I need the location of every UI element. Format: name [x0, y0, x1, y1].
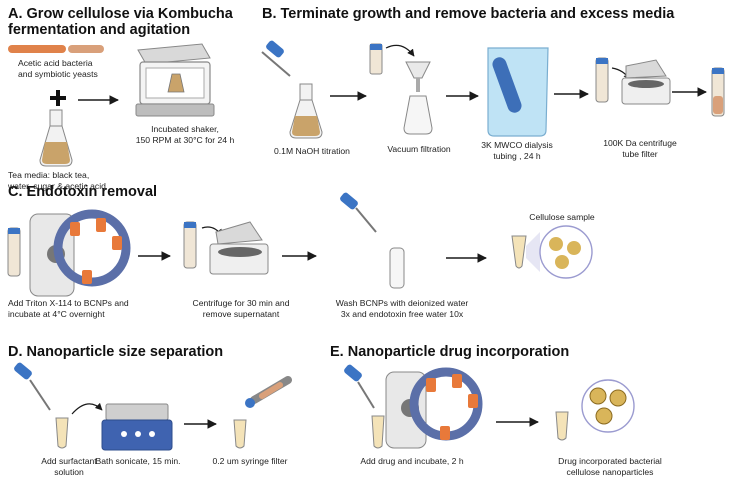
panel-c-title: C. Endotoxin removal: [8, 184, 158, 200]
sample-label: Cellulose sample: [529, 212, 595, 222]
centrifuge-caption-line-1: Centrifuge for 30 min and: [192, 298, 290, 308]
surfactant-caption-line-2: solution: [54, 466, 84, 477]
bacteria-caption-line-2: and symbiotic yeasts: [18, 68, 98, 79]
centrifuge-caption-line-2: remove supernatant: [202, 308, 280, 319]
centrifuge-filter-caption-line-1: 100K Da centrifuge: [603, 138, 677, 148]
panel-a-title-line-2: fermentation and agitation: [8, 22, 191, 38]
arrow-d1: [71, 402, 103, 415]
bacteria-caption: Acetic acid bacteria and symbiotic yeast…: [18, 58, 98, 79]
naoh-caption: 0.1M NaOH titration: [274, 146, 350, 156]
centrifuge-icon-c: [183, 221, 269, 275]
sonicate-caption: Bath sonicate, 15 min.: [95, 456, 181, 466]
wash-pipette-icon: [340, 192, 405, 289]
surfactant-pipette-icon: [14, 362, 69, 449]
vacuum-filtration-icon: [369, 43, 433, 135]
surfactant-caption-line-1: Add surfactant: [41, 456, 97, 466]
triton-caption-line-2: incubate at 4°C overnight: [8, 308, 105, 319]
result-caption-line-1: Drug incorporated bacterial: [558, 456, 662, 466]
incubated-shaker-icon: [135, 43, 215, 117]
drug-nanoparticles-icon: [555, 379, 635, 441]
bacteria-caption-line-1: Acetic acid bacteria: [18, 58, 93, 68]
rotator-icon-e: [344, 364, 483, 449]
shaker-caption: Incubated shaker, 150 RPM at 30°C for 24…: [130, 124, 240, 145]
tea-caption-line-1: Tea media: black tea,: [8, 170, 90, 180]
centrifuge-filter-caption-line-2: tube filter: [622, 148, 658, 159]
shaker-caption-line-2: 150 RPM at 30°C for 24 h: [135, 134, 235, 145]
syringe-filter-icon: [233, 376, 292, 449]
centrifuge-filter-caption: 100K Da centrifuge tube filter: [590, 138, 690, 159]
rotator-icon-c: [7, 209, 131, 297]
surfactant-caption: Add surfactant solution: [34, 456, 104, 477]
tea-caption-line-2: water, sugar & acetic acid: [8, 180, 106, 191]
result-caption-line-2: cellulose nanoparticles: [566, 466, 654, 477]
triton-caption-line-1: Add Triton X-114 to BCNPs and: [8, 298, 129, 308]
triton-caption: Add Triton X-114 to BCNPs and incubate a…: [8, 298, 129, 319]
wash-caption-line-1: Wash BCNPs with deionized water: [335, 298, 469, 308]
shaker-caption-line-1: Incubated shaker,: [151, 124, 219, 134]
dialysis-caption-line-1: 3K MWCO dialysis: [481, 140, 553, 150]
centrifuge-caption: Centrifuge for 30 min and remove superna…: [176, 298, 306, 319]
dialysis-caption-line-2: tubing , 24 h: [493, 150, 541, 161]
panel-d-title: D. Nanoparticle size separation: [8, 344, 224, 360]
panel-a-title-line-1: A. Grow cellulose via Kombucha: [8, 6, 233, 22]
plus-icon: [50, 90, 66, 106]
dialysis-caption: 3K MWCO dialysis tubing , 24 h: [472, 140, 562, 161]
bacteria-rods-icon: [8, 45, 104, 53]
wash-caption: Wash BCNPs with deionized water 3x and e…: [322, 298, 482, 319]
wash-caption-line-2: 3x and endotoxin free water 10x: [340, 308, 464, 319]
dialysis-beaker-icon: [487, 47, 549, 137]
syringe-filter-caption: 0.2 um syringe filter: [212, 456, 288, 466]
result-caption: Drug incorporated bacterial cellulose na…: [540, 456, 680, 477]
incubate-caption: Add drug and incubate, 2 h: [360, 456, 464, 466]
bath-sonicator-icon: [101, 403, 173, 451]
centrifuge-tube-filter-icon: [595, 57, 671, 105]
pipette-icon: [261, 40, 291, 77]
panel-b-title: B. Terminate growth and remove bacteria …: [262, 6, 675, 22]
naoh-flask-icon: [289, 83, 323, 139]
panel-a-title: A. Grow cellulose via Kombucha fermentat…: [8, 6, 233, 38]
product-tube-icon: [711, 67, 725, 117]
panel-e-title: E. Nanoparticle drug incorporation: [330, 344, 570, 360]
tea-caption: Tea media: black tea, water, sugar & ace…: [8, 170, 106, 191]
cellulose-sample-icon: [511, 225, 593, 279]
tea-flask-icon: [39, 109, 73, 167]
filtration-caption: Vacuum filtration: [387, 144, 451, 154]
